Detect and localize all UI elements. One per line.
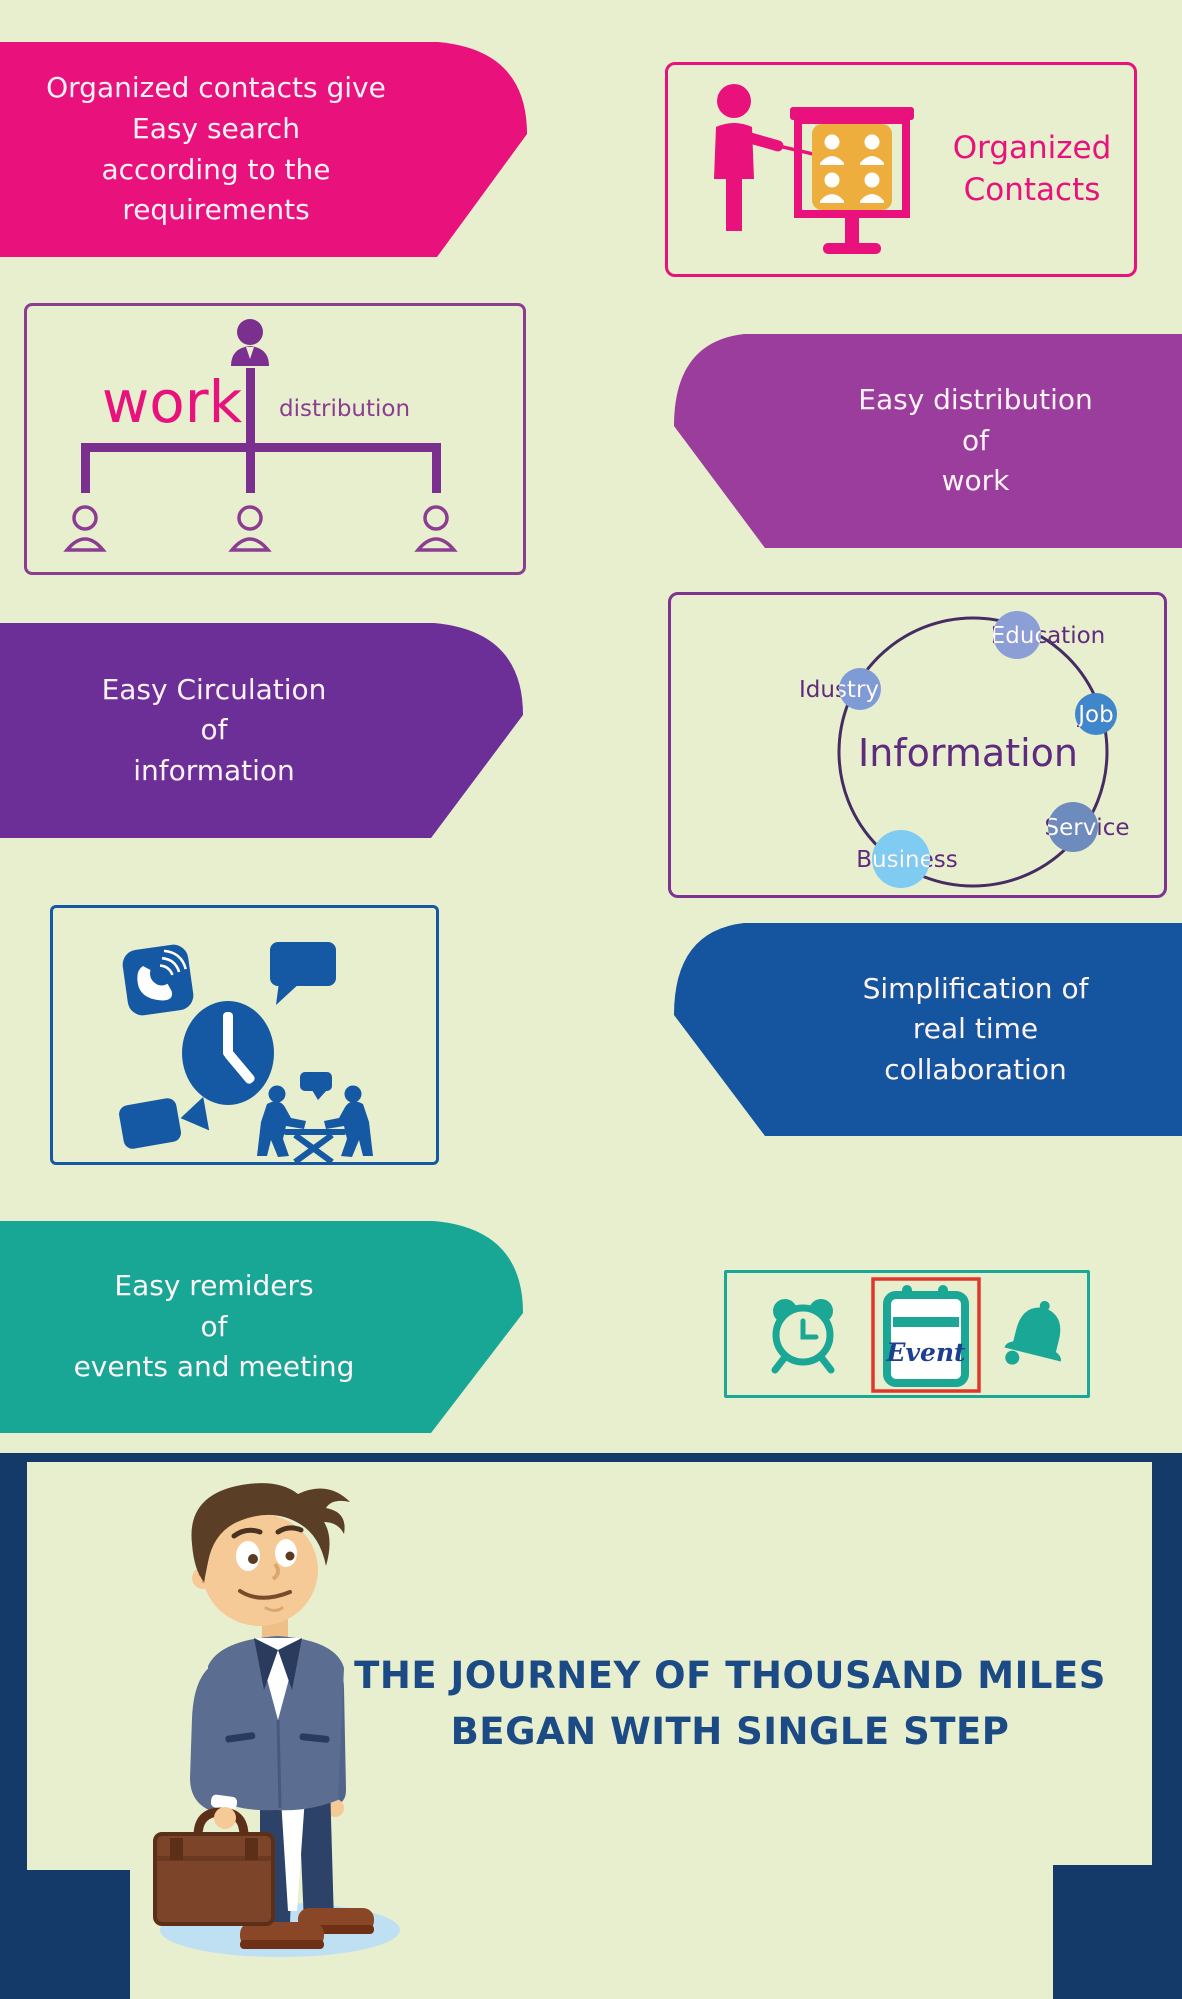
footer-bottom-left-block: [0, 1870, 130, 1999]
node-service-label-lit: Service: [1044, 815, 1129, 841]
banner-text: Easy Circulation of information: [101, 672, 327, 787]
node-education-label-lit: Education: [991, 623, 1106, 649]
event-icons: Event: [771, 1277, 1061, 1393]
network-ring: [837, 616, 1109, 888]
banner-easy-circulation: Easy Circulation of information: [0, 623, 523, 838]
node-industry-label-lit: Idustry: [799, 677, 879, 703]
banner-text: Organized contacts give Easy search acco…: [46, 71, 386, 227]
chat-bubble-icon: [270, 942, 336, 1005]
node-business-label: Business: [856, 847, 957, 873]
worker-icons: [63, 505, 458, 552]
hair: [191, 1483, 350, 1582]
information-label: Information: [858, 731, 1078, 775]
org-chart-lines: [81, 368, 441, 493]
banner-shape: [0, 623, 523, 838]
node-service-label: Service: [1044, 815, 1129, 841]
red-highlight-box: [871, 1277, 981, 1393]
node-business: [872, 830, 930, 888]
node-job-label: Job: [1076, 702, 1113, 728]
video-camera-icon: [119, 1096, 210, 1149]
card-communication: [50, 905, 439, 1165]
card-organized-contacts: Organized Contacts: [665, 62, 1137, 277]
bell-icon: [1004, 1300, 1061, 1365]
banner-shape: [674, 334, 1182, 548]
meeting-icon: [257, 1072, 373, 1162]
banner-shape: [0, 1221, 523, 1433]
businessman-illustration: [153, 1483, 400, 1957]
card-work-distribution: work distribution: [24, 303, 526, 575]
quote-text: THE JOURNEY OF THOUSAND MILES BEGAN WITH…: [354, 1654, 1106, 1753]
phone-call-icon: [122, 944, 194, 1016]
banner-text: Easy remiders of events and meeting: [73, 1269, 355, 1384]
node-education: [993, 611, 1041, 659]
footer-bottom-right-block: [1053, 1865, 1182, 1999]
node-business-label-lit: Business: [856, 847, 957, 873]
node-industry-label: Idustry: [799, 677, 879, 703]
alarm-clock-icon: [771, 1299, 835, 1374]
banner-simplification: Simplification of real time collaboratio…: [674, 923, 1182, 1136]
organized-contacts-label: Organized Contacts: [952, 129, 1112, 208]
presenter-board-icon: [714, 84, 914, 254]
communication-icons: [119, 942, 373, 1162]
banner-easy-distribution: Easy distribution of work: [674, 334, 1182, 548]
node-job-label-lit: Job: [1076, 702, 1113, 728]
work-label: work: [102, 368, 243, 436]
card-event-reminders: Event: [724, 1270, 1090, 1398]
node-job: [1075, 693, 1117, 735]
clock-icon: [182, 1001, 274, 1105]
node-industry: [839, 668, 881, 710]
event-calendar-icon: Event: [871, 1277, 981, 1393]
contacts-panel: [812, 124, 892, 210]
banner-easy-reminders: Easy remiders of events and meeting: [0, 1221, 523, 1433]
banner-shape: [0, 42, 527, 257]
contact-people-icons: [820, 134, 884, 203]
card-information-network: Information Education Education Idustry …: [668, 592, 1167, 898]
banner-shape: [674, 923, 1182, 1136]
manager-icon: [231, 319, 269, 366]
distribution-label: distribution: [279, 396, 410, 422]
event-label: Event: [885, 1338, 966, 1367]
banner-text: Simplification of real time collaboratio…: [862, 971, 1089, 1086]
banner-organized-search: Organized contacts give Easy search acco…: [0, 42, 527, 257]
information-diagram: Information Education Education Idustry …: [799, 611, 1130, 888]
work-org-chart: work distribution: [63, 319, 458, 552]
footer-top-bar: [0, 1453, 1182, 1462]
node-education-label: Education: [991, 623, 1106, 649]
node-service: [1048, 802, 1098, 852]
banner-text: Easy distribution of work: [858, 383, 1093, 498]
